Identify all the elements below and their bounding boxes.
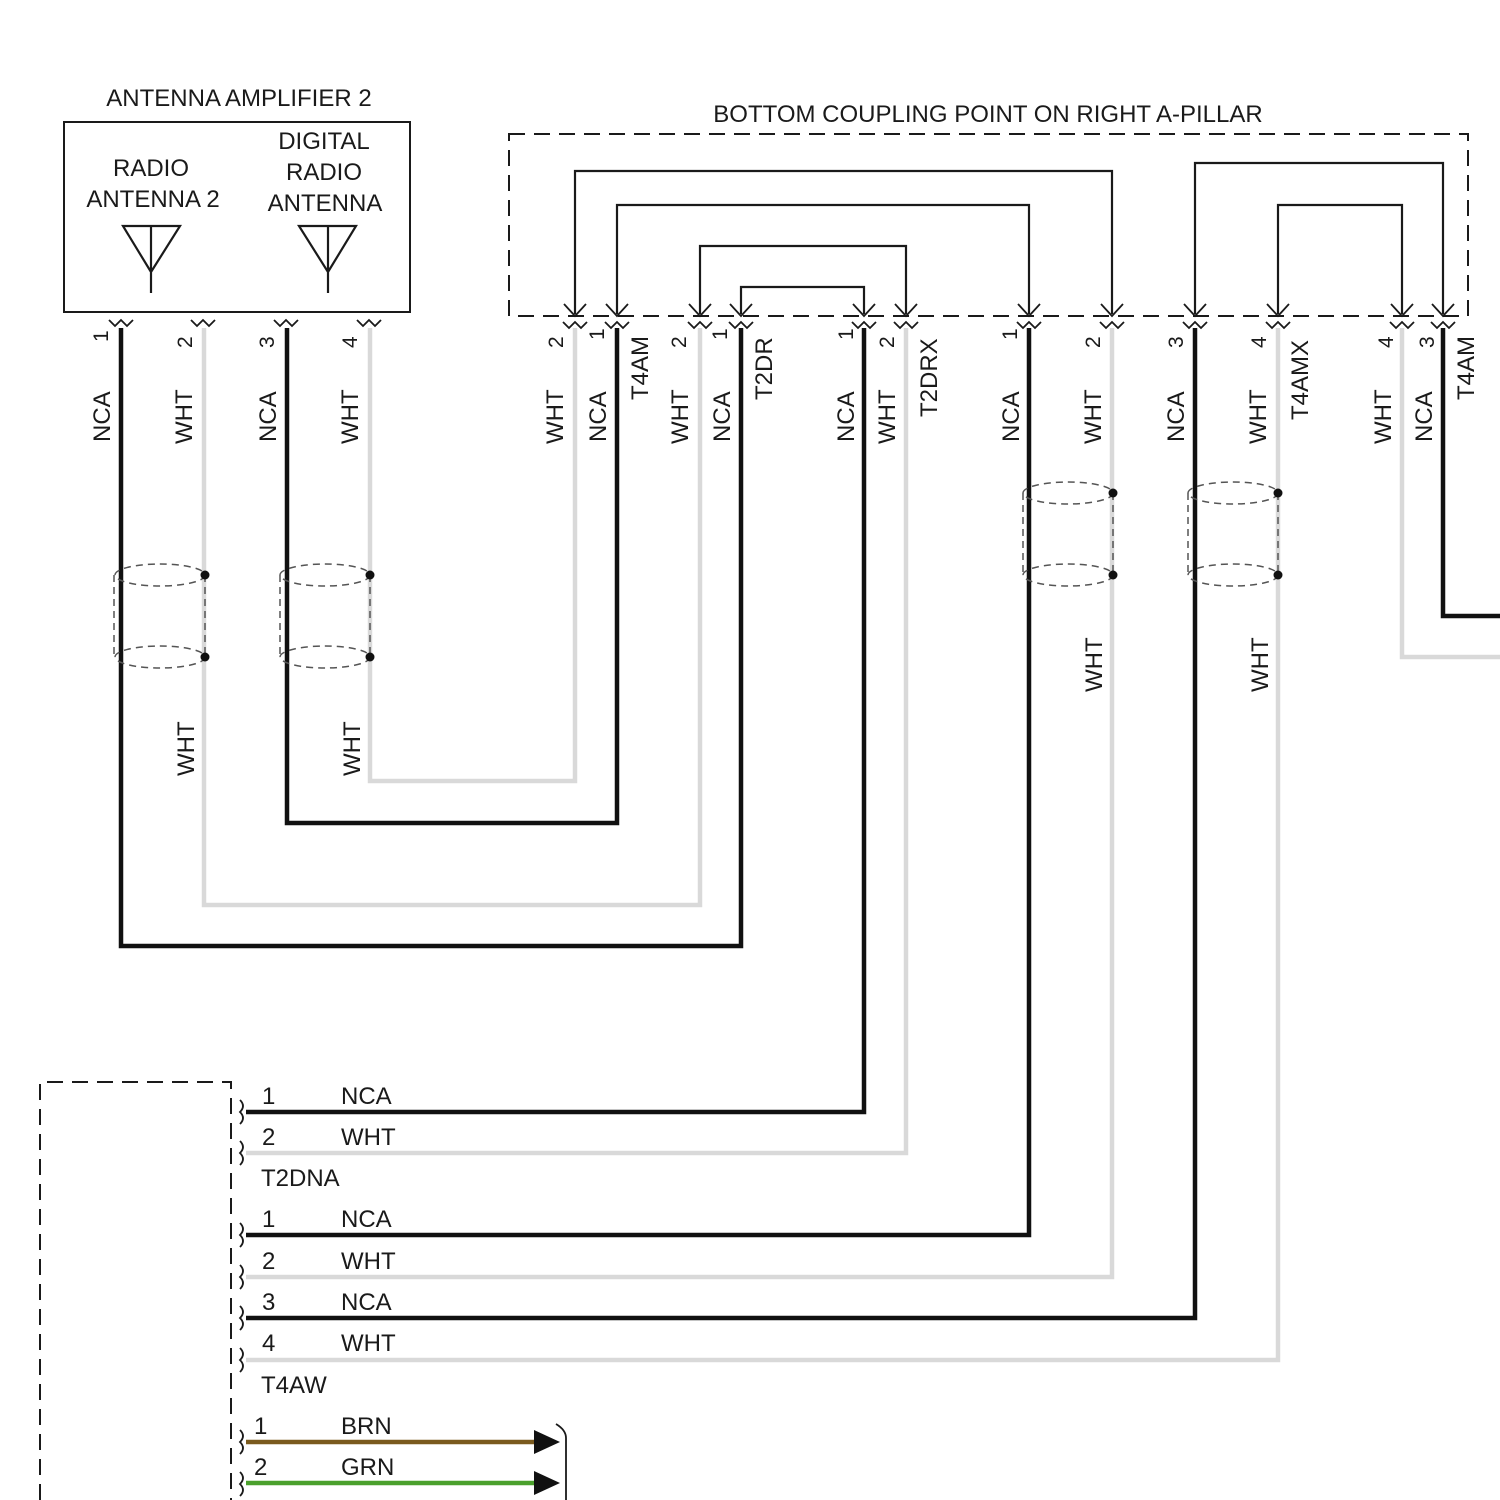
wire-color-label: WHT bbox=[337, 389, 364, 444]
wire-color-label: BRN bbox=[341, 1413, 392, 1440]
amplifier-pin-labels: 1 NCA 2 WHT 3 NCA 4 WHT WHT WHT bbox=[89, 330, 366, 776]
wire-color-label: WHT bbox=[542, 389, 569, 444]
wire-color-label: WHT bbox=[1370, 389, 1397, 444]
wire-color-label: WHT bbox=[1080, 389, 1107, 444]
wire-color-label: NCA bbox=[709, 391, 736, 442]
arrow-heads bbox=[564, 304, 1454, 316]
pin-number: 2 bbox=[254, 1454, 267, 1481]
wires bbox=[121, 328, 1500, 1360]
pin-number: 2 bbox=[262, 1248, 275, 1275]
antenna-icon bbox=[299, 226, 356, 293]
wire-color-label: WHT bbox=[1081, 637, 1108, 692]
wire-color-label: WHT bbox=[874, 389, 901, 444]
wire-color-label: NCA bbox=[89, 391, 116, 442]
pin-number: 3 bbox=[262, 1289, 275, 1316]
pin-number: 1 bbox=[835, 328, 858, 340]
pin-number: 2 bbox=[876, 336, 899, 348]
radio-antenna-label-line1: RADIO bbox=[113, 155, 189, 182]
bridge-wire bbox=[1278, 205, 1402, 314]
pin-number: 1 bbox=[586, 328, 609, 340]
connector-label-t4amx: T4AMX bbox=[1287, 340, 1314, 420]
coupling-pin-labels: 2 WHT 1 NCA T4AM 2 WHT 1 NCA T2DR 1 NCA … bbox=[542, 328, 1480, 692]
bridge-wire bbox=[617, 205, 1029, 314]
wire-color-label: WHT bbox=[171, 389, 198, 444]
connector-name: T2DNA bbox=[261, 1165, 340, 1192]
connector-name: T4AW bbox=[261, 1372, 327, 1399]
pin-number: 3 bbox=[256, 336, 279, 348]
navigation-wires: 1 BRN 2 GRN bbox=[246, 1413, 566, 1500]
pin-number: 4 bbox=[1375, 336, 1398, 348]
coupling-title: BOTTOM COUPLING POINT ON RIGHT A-PILLAR bbox=[713, 101, 1262, 128]
coupling-dashed-box bbox=[509, 134, 1468, 316]
pin-number: 2 bbox=[1082, 336, 1105, 348]
bridge-wire bbox=[1195, 163, 1443, 314]
pin-number: 4 bbox=[262, 1330, 275, 1357]
digital-antenna-label-line2: RADIO bbox=[286, 159, 362, 186]
pin-number: 1 bbox=[262, 1206, 275, 1233]
wire-color-label: NCA bbox=[255, 391, 282, 442]
wire-nca bbox=[246, 328, 864, 1112]
pin-number: 1 bbox=[254, 1413, 267, 1440]
wire-color-label: WHT bbox=[339, 721, 366, 776]
connector-brackets bbox=[240, 1100, 243, 1496]
pin-number: 3 bbox=[1165, 336, 1188, 348]
connector-label-t4am: T4AM bbox=[627, 336, 654, 400]
coax-shield bbox=[280, 564, 375, 668]
wire-wht bbox=[1402, 328, 1500, 657]
wire-nca bbox=[121, 328, 741, 946]
connector-label-t2dr: T2DR bbox=[751, 337, 778, 400]
coax-shield bbox=[1188, 482, 1283, 586]
pin-number: 3 bbox=[1416, 336, 1439, 348]
wire-color-label: WHT bbox=[667, 389, 694, 444]
arrow-icon bbox=[534, 1430, 560, 1454]
wire-color-label: WHT bbox=[341, 1124, 396, 1151]
wire-color-label: WHT bbox=[173, 721, 200, 776]
connector-label-t4am-right: T4AM bbox=[1453, 336, 1480, 400]
wire-color-label: WHT bbox=[1245, 389, 1272, 444]
pin-number: 2 bbox=[545, 336, 568, 348]
pin-number: 2 bbox=[174, 336, 197, 348]
wire-wht bbox=[246, 328, 1278, 1360]
wire-color-label: WHT bbox=[341, 1330, 396, 1357]
arrow-icon bbox=[534, 1471, 560, 1495]
device-dashed-box bbox=[40, 1082, 231, 1500]
wire-color-label: NCA bbox=[998, 391, 1025, 442]
connector-label-t2drx: T2DRX bbox=[916, 338, 943, 417]
wire-color-label: NCA bbox=[833, 391, 860, 442]
wire-color-label: NCA bbox=[1411, 391, 1438, 442]
bridge-wire bbox=[741, 287, 864, 314]
antenna-icon bbox=[123, 226, 180, 293]
connector-t2dna: 1 NCA 2 WHT T2DNA bbox=[261, 1083, 396, 1192]
pin-number: 2 bbox=[262, 1124, 275, 1151]
coupling-terminals bbox=[563, 322, 1455, 328]
amplifier-terminals bbox=[109, 320, 381, 326]
navigation-bracket bbox=[556, 1424, 566, 1500]
bottom-coupling-point: BOTTOM COUPLING POINT ON RIGHT A-PILLAR bbox=[509, 101, 1468, 328]
wire-color-label: NCA bbox=[341, 1289, 392, 1316]
wire-color-label: GRN bbox=[341, 1454, 394, 1481]
coax-shield bbox=[114, 564, 210, 668]
wire-color-label: NCA bbox=[585, 391, 612, 442]
wire-color-label: NCA bbox=[341, 1206, 392, 1233]
pin-number: 1 bbox=[709, 328, 732, 340]
pin-number: 4 bbox=[1248, 336, 1271, 348]
wire-color-label: WHT bbox=[341, 1248, 396, 1275]
wire-color-label: WHT bbox=[1247, 637, 1274, 692]
antenna-amplifier-2: ANTENNA AMPLIFIER 2 RADIO ANTENNA 2 DIGI… bbox=[64, 85, 410, 312]
pin-number: 1 bbox=[90, 330, 113, 342]
pin-number: 1 bbox=[262, 1083, 275, 1110]
radio-antenna-label-line2: ANTENNA 2 bbox=[86, 186, 219, 213]
pin-number: 1 bbox=[999, 328, 1022, 340]
wire-color-label: NCA bbox=[1163, 391, 1190, 442]
pin-number: 4 bbox=[339, 336, 362, 348]
coax-shield bbox=[1023, 482, 1118, 586]
amplifier-title: ANTENNA AMPLIFIER 2 bbox=[106, 85, 371, 112]
bridge-wire bbox=[575, 171, 1112, 314]
wire-color-label: NCA bbox=[341, 1083, 392, 1110]
digital-antenna-label-line1: DIGITAL bbox=[278, 128, 370, 155]
digital-antenna-label-line3: ANTENNA bbox=[268, 190, 383, 217]
pin-number: 2 bbox=[668, 336, 691, 348]
